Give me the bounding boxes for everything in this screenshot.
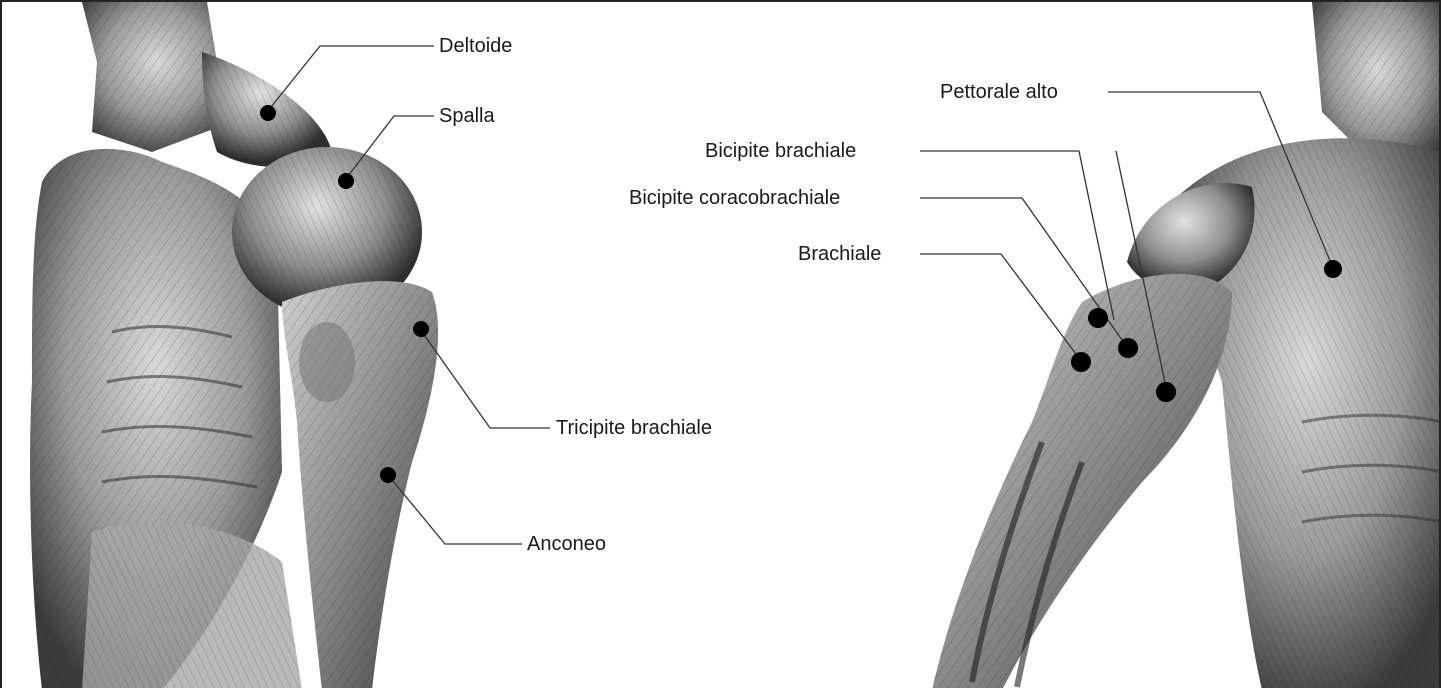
label-bicipite-brachiale: Bicipite brachiale <box>705 140 856 162</box>
right-torso-figure <box>932 2 1441 688</box>
label-deltoide: Deltoide <box>439 35 512 57</box>
leader-tricipite-brachiale <box>420 329 550 428</box>
marker-spalla <box>338 173 354 189</box>
label-pettorale-alto: Pettorale alto <box>940 81 1058 103</box>
label-spalla: Spalla <box>439 105 495 127</box>
marker-bicipite-brachiale-2 <box>1156 382 1176 402</box>
marker-brachiale <box>1071 352 1091 372</box>
label-anconeo: Anconeo <box>527 533 606 555</box>
left-torso-figure <box>30 2 438 688</box>
label-bicipite-coracobrachiale: Bicipite coracobrachiale <box>629 187 840 209</box>
marker-anconeo <box>380 467 396 483</box>
leader-anconeo <box>388 475 522 544</box>
label-brachiale: Brachiale <box>798 243 881 265</box>
marker-tricipite-brachiale <box>413 321 429 337</box>
leader-brachiale <box>920 254 1082 362</box>
marker-bicipite-coracobrachiale <box>1118 338 1138 358</box>
marker-bicipite-brachiale <box>1088 308 1108 328</box>
label-tricipite-brachiale: Tricipite brachiale <box>556 417 712 439</box>
marker-deltoide <box>260 105 276 121</box>
leader-bicipite-brachiale-a <box>920 151 1114 320</box>
marker-pettorale-alto <box>1324 260 1342 278</box>
